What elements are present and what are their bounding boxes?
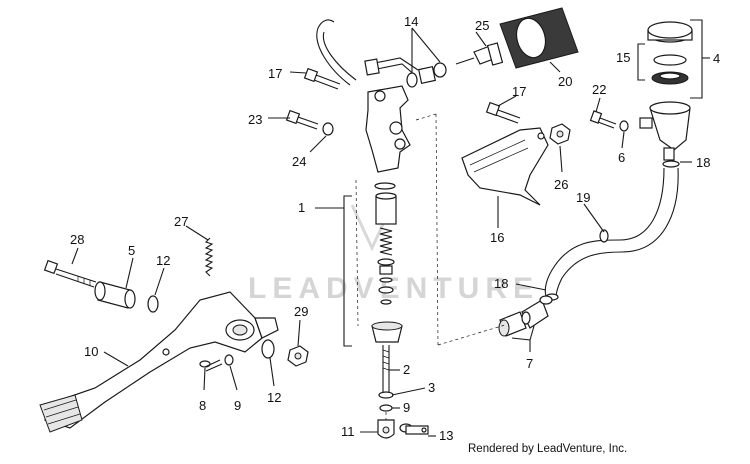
brake-pedal <box>39 291 279 433</box>
part-bolt-8 <box>199 354 234 372</box>
callout-9-center: 9 <box>403 400 410 415</box>
callout-13: 13 <box>439 428 453 443</box>
part-banjo <box>417 65 437 85</box>
callout-5: 5 <box>128 243 135 258</box>
callout-15: 15 <box>616 50 630 65</box>
callout-23: 23 <box>248 112 262 127</box>
callout-2: 2 <box>403 362 410 377</box>
callout-1: 1 <box>298 200 305 215</box>
part-pin-13 <box>399 423 429 435</box>
callout-3: 3 <box>428 380 435 395</box>
credit-text: Rendered by LeadVenture, Inc. <box>468 443 627 455</box>
part-bolt-28 <box>43 259 97 288</box>
part-bolt-17a <box>303 67 341 90</box>
part-switch-25 <box>455 42 504 66</box>
brake-hose <box>316 19 419 86</box>
callout-4: 4 <box>713 51 720 66</box>
callout-17-left: 17 <box>268 66 282 81</box>
part-bolt-17b <box>485 101 521 124</box>
callout-22: 22 <box>592 82 606 97</box>
part-washer-14b <box>433 62 447 78</box>
part-cover-20 <box>499 7 579 69</box>
callout-19: 19 <box>576 190 590 205</box>
callout-12-right: 12 <box>267 390 281 405</box>
callout-labels: 1 2 3 4 5 6 7 8 9 9 10 11 12 12 13 14 15… <box>70 14 720 443</box>
callout-11: 11 <box>341 424 355 439</box>
callout-6: 6 <box>618 150 625 165</box>
callout-12-left: 12 <box>156 253 170 268</box>
part-washer-6 <box>619 120 629 132</box>
callout-29: 29 <box>294 304 308 319</box>
leader-lines <box>71 19 710 437</box>
part-pushrod-2 <box>382 345 390 398</box>
part-clevis-11 <box>377 419 395 439</box>
part-bush-5 <box>94 281 136 309</box>
part-oring-12a <box>147 295 159 313</box>
cylinder-internals <box>371 182 403 343</box>
part-oring-12b <box>261 339 275 359</box>
part-bolt-23 <box>285 109 319 130</box>
callout-17-middle: 17 <box>512 84 526 99</box>
guide-lines <box>355 113 506 420</box>
callout-28: 28 <box>70 232 84 247</box>
callout-26: 26 <box>554 177 568 192</box>
callout-27: 27 <box>174 214 188 229</box>
callout-9-left: 9 <box>234 398 241 413</box>
part-washer-9 <box>379 404 393 412</box>
part-washer-14a <box>406 72 418 88</box>
callout-14: 14 <box>404 14 418 29</box>
part-spring-27 <box>204 237 214 277</box>
part-bracket-16 <box>461 127 549 206</box>
part-reservoir-4 <box>639 21 693 161</box>
part-washer-24 <box>322 122 334 136</box>
part-connector-7 <box>498 295 553 337</box>
part-screw-22 <box>589 110 617 129</box>
callout-8: 8 <box>199 398 206 413</box>
callout-16: 16 <box>490 230 504 245</box>
callout-7: 7 <box>526 356 533 371</box>
part-nut-3 <box>378 391 394 399</box>
callout-18-lower: 18 <box>494 276 508 291</box>
master-cylinder <box>365 85 411 173</box>
callout-20: 20 <box>558 74 572 89</box>
callout-24: 24 <box>292 154 306 169</box>
callout-18-upper: 18 <box>696 155 710 170</box>
callout-25: 25 <box>475 18 489 33</box>
callout-10: 10 <box>84 344 98 359</box>
